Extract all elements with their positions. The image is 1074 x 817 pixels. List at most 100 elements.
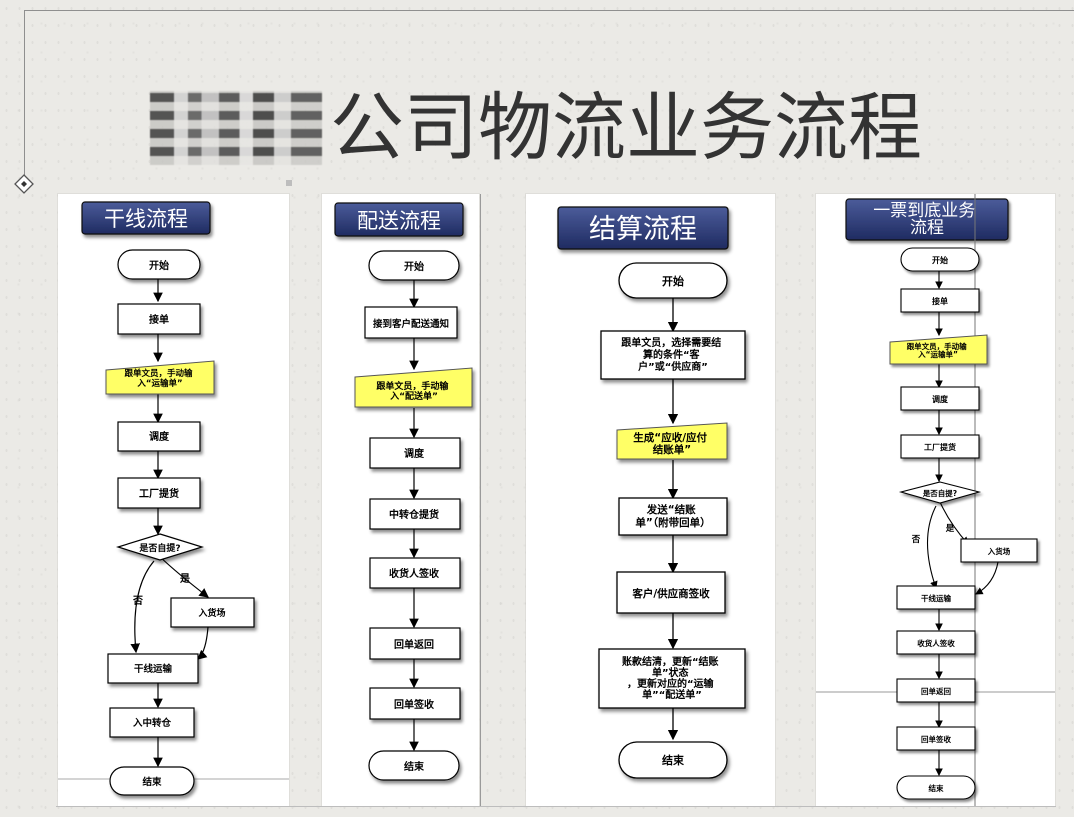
- svg-text:收货人签收: 收货人签收: [917, 638, 955, 648]
- flow-step-pickup: 工厂提货: [117, 477, 201, 509]
- send-line-1: 发送“结账: [646, 503, 696, 516]
- select-line-3: 户”或“供应商”: [637, 360, 708, 373]
- svg-text:接单: 接单: [932, 296, 948, 306]
- svg-text:结束: 结束: [141, 776, 162, 788]
- flow-step-receipt-sign: 回单签收: [896, 726, 976, 751]
- flow-step-clear-account: 账款结清，更新“结账 单”状态 ，更新对应的“运输 单”“配送单”: [598, 648, 746, 709]
- flow-step-start: 开始: [618, 262, 728, 299]
- svg-text:一票到底业务 流程: 一票到底业务 流程: [873, 201, 980, 238]
- flow-panel-delivery: 配送流程 开始 接到客户配送通知 跟单文员，手动输 入“配送单”: [322, 194, 479, 806]
- svg-text:结束: 结束: [404, 760, 425, 773]
- send-line-2: 单”（附带回单）: [635, 516, 710, 529]
- svg-text:结算流程: 结算流程: [589, 214, 697, 245]
- flow-header: 结算流程: [557, 206, 729, 250]
- flow-step-start: 开始: [117, 249, 201, 280]
- flow-step-end: 结束: [896, 775, 976, 800]
- flow-step-end: 结束: [109, 766, 195, 796]
- flow-step-dispatch: 调度: [900, 386, 980, 411]
- flow-step-manual-input: 跟单文员，手动输 入“运输单”: [889, 334, 988, 365]
- svg-text:是否自提?: 是否自提?: [922, 488, 957, 498]
- flow-header: 配送流程: [334, 202, 464, 237]
- flow-step-consignee-sign: 收货人签收: [369, 557, 461, 589]
- svg-text:入中转仓: 入中转仓: [132, 717, 172, 729]
- clear-line-4: 单”“配送单”: [642, 688, 702, 701]
- flow-step-start: 开始: [368, 250, 460, 281]
- flow-step-customer-sign: 客户/供应商签收: [616, 571, 726, 614]
- flow-step-dispatch: 调度: [369, 437, 461, 469]
- input-line-2: 入“运输单”: [917, 349, 958, 359]
- flow-step-manual-input: 跟单文员，手动输 入“配送单”: [354, 367, 473, 408]
- clear-line-3: ，更新对应的“运输: [627, 677, 715, 690]
- svg-text:接到客户配送通知: 接到客户配送通知: [373, 318, 449, 330]
- flow-step-warehouse: 入货场: [960, 538, 1038, 563]
- flow-panel-one-ticket: 一票到底业务 流程 开始 接单: [816, 194, 1055, 806]
- title-text: 公司物流业务流程: [330, 85, 922, 171]
- header-line-1: 一票到底业务: [873, 201, 975, 221]
- input-line-1: 跟单文员，手动输: [907, 341, 967, 351]
- svg-text:开始: 开始: [932, 255, 948, 265]
- svg-text:入货场: 入货场: [987, 546, 1011, 556]
- clear-line-2: 单”状态: [652, 666, 689, 679]
- flow-panel-trunk: 干线流程 开始 接单 跟单文员，手动输 入“运输单”: [58, 194, 289, 806]
- branch-yes-label: 是: [945, 523, 955, 534]
- svg-text:客户/供应商签收: 客户/供应商签收: [631, 587, 710, 600]
- svg-text:生成“应收/应付 结账单”: 生成“应收/应付 结账单”: [633, 431, 710, 456]
- svg-text:回单返回: 回单返回: [394, 638, 434, 651]
- svg-text:干线流程: 干线流程: [104, 207, 188, 231]
- generate-line-1: 生成“应收/应付: [633, 431, 707, 444]
- flow-step-receipt-return: 回单返回: [369, 627, 461, 660]
- svg-text:结束: 结束: [929, 783, 944, 793]
- svg-text:回单签收: 回单签收: [394, 698, 434, 711]
- svg-text:干线运输: 干线运输: [921, 593, 951, 603]
- frame-left-line: [24, 10, 25, 175]
- select-line-1: 跟单文员，选择需要结: [621, 336, 721, 349]
- flow-header: 干线流程: [81, 201, 211, 235]
- flow-decision-self-pickup: 是否自提?: [115, 533, 205, 561]
- flow-step-consignee-sign: 收货人签收: [896, 630, 976, 655]
- svg-text:工厂提货: 工厂提货: [924, 442, 956, 452]
- flow-decision-self-pickup: 是否自提?: [898, 481, 982, 504]
- svg-text:跟单文员，手动输 入“运输单”: 跟单文员，手动输 入“运输单”: [125, 368, 196, 389]
- svg-text:接单: 接单: [149, 313, 169, 326]
- svg-text:跟单文员，选择需要结 算的条件“客: 跟单文员，选择需要结 算的条件“客 户”或“供应商”: [621, 336, 724, 373]
- flow-step-warehouse: 入货场: [170, 597, 255, 628]
- svg-text:账款结清，更新“结账 单”状态: 账款结清，更新“结账 单”状态 ，更新对应的“运输 单”“配送单”: [622, 655, 722, 701]
- flow-step-transfer-warehouse: 入中转仓: [109, 707, 195, 738]
- generate-line-2: 结账单”: [653, 443, 691, 456]
- title-redacted-company: [150, 91, 322, 165]
- header-line-2: 流程: [910, 218, 944, 238]
- flow-step-receipt-sign: 回单签收: [369, 687, 461, 720]
- svg-text:结束: 结束: [661, 753, 685, 767]
- svg-text:配送流程: 配送流程: [357, 209, 441, 233]
- flow-step-receipt-return: 回单返回: [896, 678, 976, 703]
- input-line-2: 入“配送单”: [389, 390, 438, 402]
- svg-text:开始: 开始: [662, 274, 684, 288]
- branch-no-label: 否: [132, 595, 143, 607]
- branch-no-label: 否: [911, 535, 921, 545]
- svg-text:发送“结账 单”（附带回单）: 发送“结账 单”（附带回单）: [635, 503, 710, 529]
- flow-step-manual-input: 跟单文员，手动输 入“运输单”: [105, 360, 215, 395]
- flow-step-start: 开始: [900, 247, 980, 272]
- svg-text:是否自提?: 是否自提?: [138, 542, 180, 554]
- flow-step-receive: 接单: [117, 303, 201, 335]
- svg-text:跟单文员，手动输 入“运输单”: 跟单文员，手动输 入“运输单”: [907, 341, 970, 359]
- flow-step-end: 结束: [368, 750, 460, 781]
- svg-text:回单返回: 回单返回: [921, 686, 951, 696]
- svg-text:开始: 开始: [149, 259, 169, 272]
- frame-top-line: [24, 10, 1074, 11]
- svg-text:中转仓提货: 中转仓提货: [389, 508, 439, 521]
- svg-text:工厂提货: 工厂提货: [139, 487, 179, 500]
- flow-step-generate-statement: 生成“应收/应付 结账单”: [616, 422, 728, 460]
- svg-text:调度: 调度: [932, 394, 949, 404]
- divider-line: [480, 194, 481, 806]
- svg-text:回单签收: 回单签收: [921, 734, 951, 744]
- svg-text:调度: 调度: [404, 447, 425, 460]
- flow-panel-settlement: 结算流程 开始 跟单文员，选择需要结 算的条件“客 户”或“供应商” 生成“: [526, 194, 775, 806]
- flow-header: 一票到底业务 流程: [845, 198, 1009, 241]
- flow-step-select-condition: 跟单文员，选择需要结 算的条件“客 户”或“供应商”: [600, 330, 746, 380]
- branch-yes-label: 是: [179, 573, 190, 585]
- bottom-line: [56, 806, 1056, 807]
- flow-step-pickup: 工厂提货: [900, 434, 980, 459]
- input-line-2: 入“运输单”: [136, 378, 182, 389]
- input-line-1: 跟单文员，手动输: [376, 380, 449, 392]
